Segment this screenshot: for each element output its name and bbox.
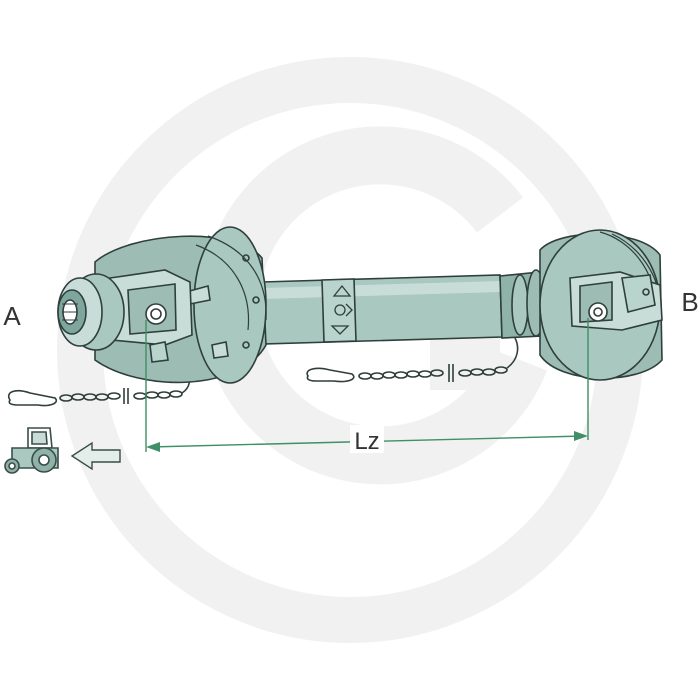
yoke-b — [569, 271, 663, 331]
inner-tube-collar — [499, 269, 546, 339]
shaft-tube — [261, 274, 503, 345]
tractor-icon — [4, 427, 59, 474]
chain-icon — [306, 337, 519, 383]
end-label-b: B — [681, 287, 698, 317]
arrow-left-icon — [70, 441, 121, 471]
hub-a — [57, 273, 125, 351]
dimension-label-lz: Lz — [354, 428, 379, 455]
end-label-a: A — [3, 301, 21, 331]
chain-icon — [8, 371, 191, 407]
